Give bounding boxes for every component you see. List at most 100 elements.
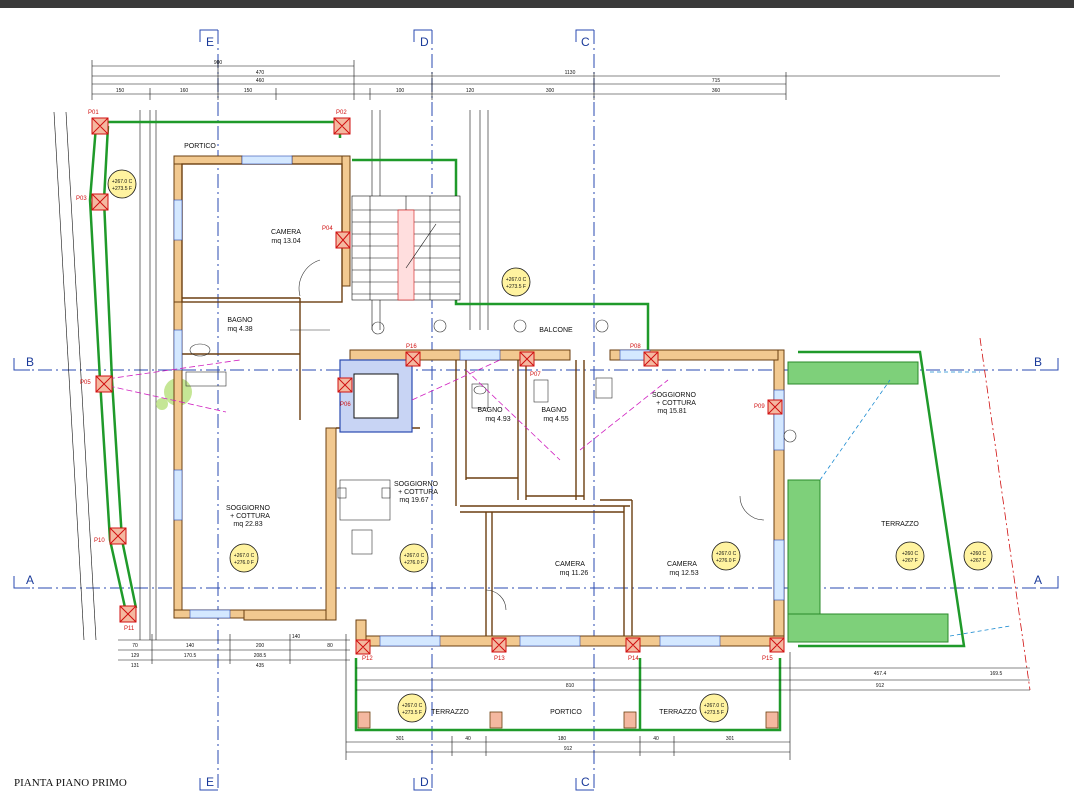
room-camera2-name: CAMERA — [555, 561, 585, 568]
svg-text:+267.0 C: +267.0 C — [112, 179, 133, 185]
interior-walls — [181, 163, 633, 636]
dim-bot-5b: 912 — [876, 683, 885, 689]
axis-label-b-left: B — [26, 355, 34, 369]
dim-bot-6a: 301 — [396, 736, 405, 742]
axis-label-e-top: E — [206, 35, 214, 49]
svg-text:+267.0 C: +267.0 C — [506, 277, 527, 283]
svg-text:+260 C: +260 C — [902, 551, 919, 557]
room-bagno3-name: BAGNO — [541, 407, 567, 414]
fixtures — [185, 259, 797, 611]
dim-top-2a: 470 — [256, 70, 265, 76]
dim-bot-6e: 301 — [726, 736, 735, 742]
elevator-shaft — [339, 359, 413, 433]
dim-bot-6b: 40 — [465, 736, 471, 742]
dim-bot-4a: 457.4 — [874, 671, 887, 677]
dim-bot-1a: 70 — [132, 643, 138, 649]
pillar-label-p16: P16 — [406, 344, 417, 350]
floor-plan-drawing: E D C E D C B B A A 900 470 1130 460 715… — [13, 29, 1059, 791]
room-camera1-name: CAMERA — [271, 229, 301, 236]
window-top-bar — [0, 0, 1074, 8]
dim-bot-2a: 129 — [131, 653, 140, 659]
dim-top-2b: 1130 — [565, 70, 576, 76]
dim-bot-3b: 435 — [256, 663, 265, 669]
room-bagno1-name: BAGNO — [227, 317, 253, 324]
room-bagno3-area: mq 4.55 — [543, 416, 568, 423]
room-camera2-area: mq 11.26 — [560, 570, 589, 577]
dim-top-4b: 160 — [180, 88, 189, 94]
svg-text:+267.0 C: +267.0 C — [716, 551, 737, 557]
dim-top-4a: 150 — [116, 88, 125, 94]
dim-bot-5a: 810 — [566, 683, 575, 689]
pillars — [91, 117, 785, 655]
axis-label-d-top: D — [420, 35, 429, 49]
dim-bot-1c: 200 — [256, 643, 265, 649]
dim-top-3a: 460 — [256, 78, 265, 84]
dim-bot-3a: 131 — [131, 663, 140, 669]
svg-text:+273.5 F: +273.5 F — [402, 710, 422, 716]
pillar-label-p03: P03 — [76, 196, 87, 202]
room-bagno1-area: mq 4.38 — [227, 326, 252, 333]
svg-text:+273.5 F: +273.5 F — [506, 284, 526, 290]
level-marker-texts: +267.0 C +273.5 F +267.0 C +273.5 F +267… — [112, 179, 987, 716]
dim-bot-1d: 140 — [292, 634, 301, 640]
dim-bot-4b: 169.5 — [990, 671, 1003, 677]
room-camera3-area: mq 12.53 — [669, 570, 698, 577]
bottom-dimension-lines — [118, 634, 1030, 760]
dim-bot-7a: 912 — [564, 746, 573, 752]
pillar-label-p06: P06 — [340, 402, 351, 408]
stairwell — [351, 195, 461, 301]
axis-label-b-right: B — [1034, 355, 1042, 369]
room-terrazzo-b1: TERRAZZO — [431, 709, 469, 716]
porch-small-pillars — [357, 711, 779, 729]
room-portico-top: PORTICO — [184, 143, 216, 150]
room-soggiorno1-name: SOGGIORNO — [652, 392, 697, 399]
pillar-label-p04: P04 — [322, 226, 333, 232]
axis-label-c-top: C — [581, 35, 590, 49]
room-camera3-name: CAMERA — [667, 561, 697, 568]
dim-bot-6c: 180 — [558, 736, 567, 742]
pillar-label-p01: P01 — [88, 110, 99, 116]
svg-text:+267.0 C: +267.0 C — [704, 703, 725, 709]
sheet-title: PIANTA PIANO PRIMO — [14, 777, 127, 789]
room-soggiorno2-sub: + COTTURA — [398, 489, 438, 496]
axis-label-a-right: A — [1034, 573, 1042, 587]
svg-text:+267 F: +267 F — [902, 558, 918, 564]
room-soggiorno1-area: mq 15.81 — [657, 408, 686, 415]
cyan-dashed-lines — [819, 371, 1011, 637]
pillar-label-p09: P09 — [754, 404, 765, 410]
room-terrazzo-b2: TERRAZZO — [659, 709, 697, 716]
dim-top-3b: 715 — [712, 78, 721, 84]
svg-text:+260 C: +260 C — [970, 551, 987, 557]
dim-top-4f: 300 — [546, 88, 555, 94]
pillar-label-p13: P13 — [494, 656, 505, 662]
svg-text:+267 F: +267 F — [970, 558, 986, 564]
svg-text:+276.0 F: +276.0 F — [716, 558, 736, 564]
magenta-section-lines — [99, 359, 669, 461]
pillar-label-p02: P02 — [336, 110, 347, 116]
axis-label-e-bottom: E — [206, 775, 214, 789]
axis-label-d-bottom: D — [420, 775, 429, 789]
dim-top-4c: 150 — [244, 88, 253, 94]
dim-bot-1e: 80 — [327, 643, 333, 649]
axis-label-c-bottom: C — [581, 775, 590, 789]
svg-text:+276.0 F: +276.0 F — [234, 560, 254, 566]
dim-bot-6d: 40 — [653, 736, 659, 742]
dim-top-4g: 360 — [712, 88, 721, 94]
room-soggiorno1-sub: + COTTURA — [656, 400, 696, 407]
room-soggiorno3-name: SOGGIORNO — [226, 505, 271, 512]
svg-text:+267.0 C: +267.0 C — [234, 553, 255, 559]
axis-label-a-left: A — [26, 573, 34, 587]
svg-text:+267.0 C: +267.0 C — [402, 703, 423, 709]
axis-markers — [13, 29, 1059, 791]
hedge-planters — [156, 361, 949, 643]
room-bagno2-area: mq 4.93 — [485, 416, 510, 423]
room-portico-b: PORTICO — [550, 709, 582, 716]
pillar-label-p05: P05 — [80, 380, 91, 386]
dim-top-4e: 120 — [466, 88, 475, 94]
room-soggiorno3-area: mq 22.83 — [233, 521, 262, 528]
axis-lines — [14, 30, 1058, 790]
dim-top-4d: 100 — [396, 88, 405, 94]
svg-text:+267.0 C: +267.0 C — [404, 553, 425, 559]
svg-text:+276.0 F: +276.0 F — [404, 560, 424, 566]
pillar-label-p14: P14 — [628, 656, 639, 662]
